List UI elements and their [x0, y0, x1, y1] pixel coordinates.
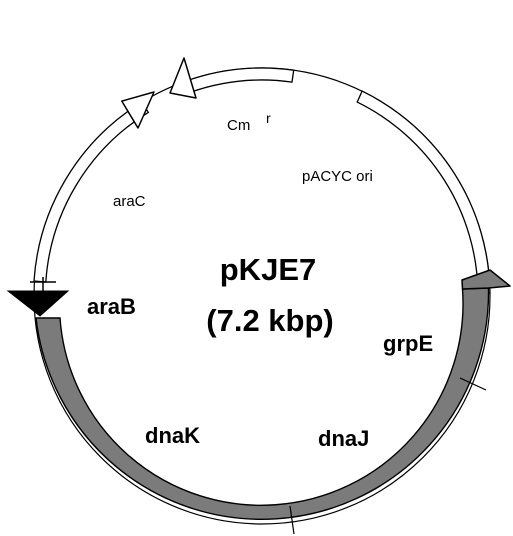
dnaj-label: dnaJ [318, 426, 369, 451]
arab-label: araB [87, 294, 136, 319]
pacyc-ori-label: pACYC ori [302, 168, 373, 185]
arab-promoter-icon [6, 290, 70, 317]
dnak-label: dnaK [145, 423, 200, 448]
cm-resistance-superscript: r [266, 110, 271, 126]
grpe-label: grpE [383, 331, 433, 356]
dnaj-grpe-boundary [459, 377, 487, 391]
plasmid-size: (7.2 kbp) [206, 303, 333, 338]
arac-gene [33, 101, 150, 283]
plasmid-name: pKJE7 [220, 252, 316, 287]
arac-label: araC [113, 193, 146, 210]
cm-resistance-gene [183, 67, 295, 94]
cm-resistance-arrowhead [169, 57, 197, 99]
cm-resistance-label: Cm [227, 117, 250, 134]
pacyc-ori-box [356, 90, 491, 294]
dnak-dnaj-boundary [289, 505, 295, 535]
arac-arrowhead [121, 91, 155, 129]
grpe-arrowhead [461, 269, 511, 290]
